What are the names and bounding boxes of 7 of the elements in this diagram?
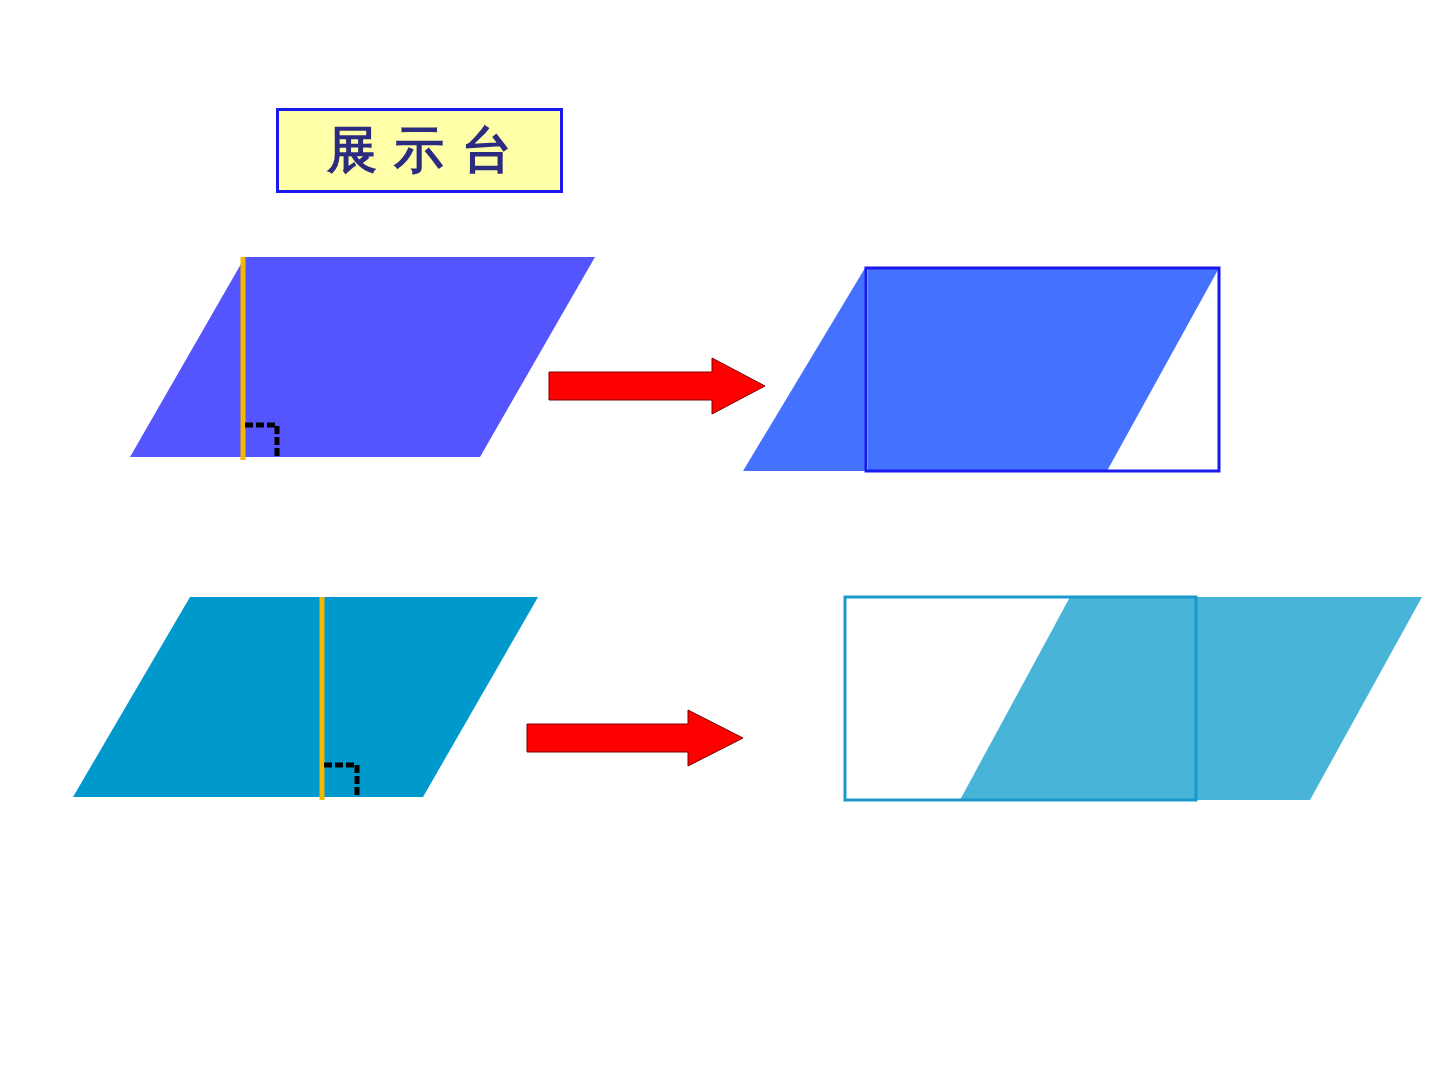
parallelogram-drawing bbox=[71, 595, 540, 800]
arrow bbox=[526, 709, 744, 767]
arrow bbox=[548, 357, 766, 415]
rearranged-shape-drawing bbox=[843, 595, 1424, 802]
parallelogram-drawing bbox=[128, 255, 597, 462]
title-box: 展 示 台 bbox=[276, 108, 563, 193]
rearranged-shape-drawing bbox=[741, 265, 1222, 473]
